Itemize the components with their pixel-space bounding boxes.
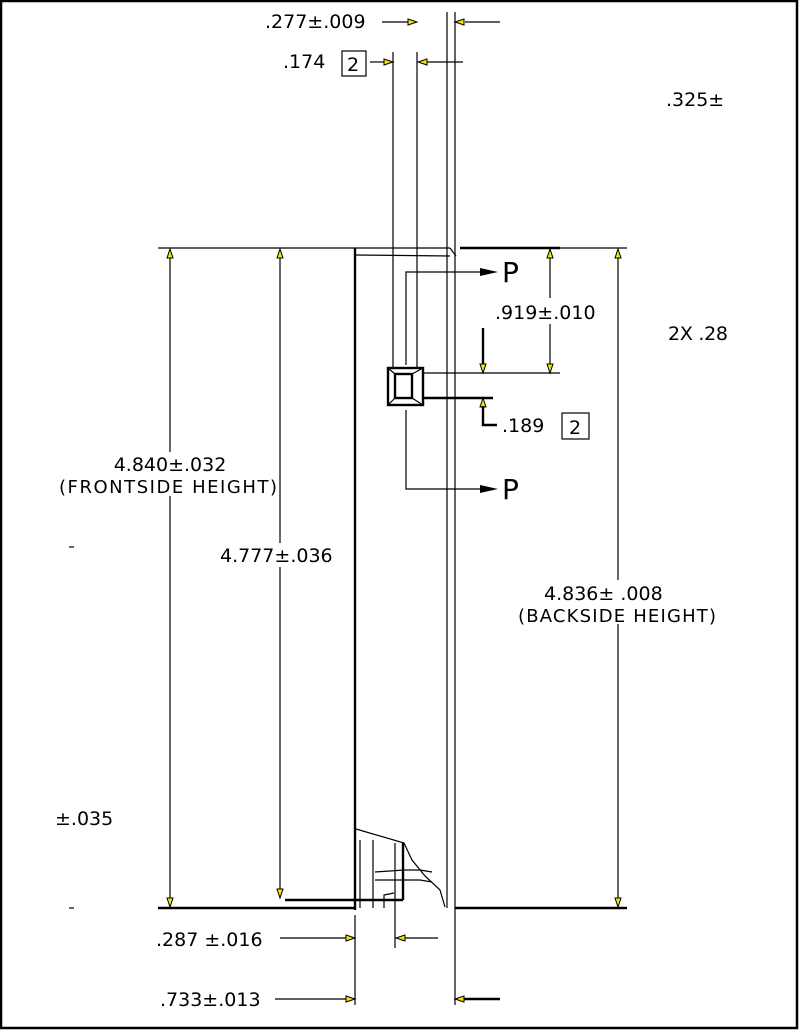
dim-text-919: .919±.010 [495,302,596,324]
square-feature [386,366,425,407]
dim-text-2x28: 2X .28 [668,323,728,345]
dimension-inner-height: 4.777±.036 [218,247,342,900]
dim-text-backside: 4.836± .008 [544,583,663,605]
section-label-top: P [502,256,519,289]
dim-text-035: ±.035 [55,808,113,830]
dimension-287: .287 ±.016 [156,915,438,1005]
dim-text-frontside-label: (FRONTSIDE HEIGHT) [59,477,277,498]
dim-text-277: .277±.009 [265,11,366,33]
dimension-919: .919±.010 [423,246,605,375]
dim-text-325: .325± [666,89,724,111]
section-line-top: P [405,256,519,365]
dimension-189: .189 2 [423,396,590,440]
dim-text-174: .174 [283,51,325,73]
dim-text-inner-height: 4.777±.036 [220,545,333,567]
dim-text-733: .733±.013 [160,989,261,1011]
note-box-174: 2 [347,54,359,76]
section-line-bottom: P [405,410,519,506]
dimension-733: .733±.013 [160,989,500,1011]
note-box-189: 2 [569,417,581,439]
dimension-frontside-height: 4.840±.032 (FRONTSIDE HEIGHT) [55,247,355,910]
dim-text-189: .189 [502,415,544,437]
dimension-174: .174 2 [283,50,463,77]
dim-text-backside-label: (BACKSIDE HEIGHT) [518,606,716,627]
dimension-backside-height: 4.836± .008 (BACKSIDE HEIGHT) [455,247,720,910]
section-label-bottom: P [502,473,519,506]
part-outline [285,12,457,1005]
dim-text-frontside: 4.840±.032 [114,454,227,476]
dimension-277: .277±.009 [265,11,500,33]
dim-text-287: .287 ±.016 [156,929,263,951]
